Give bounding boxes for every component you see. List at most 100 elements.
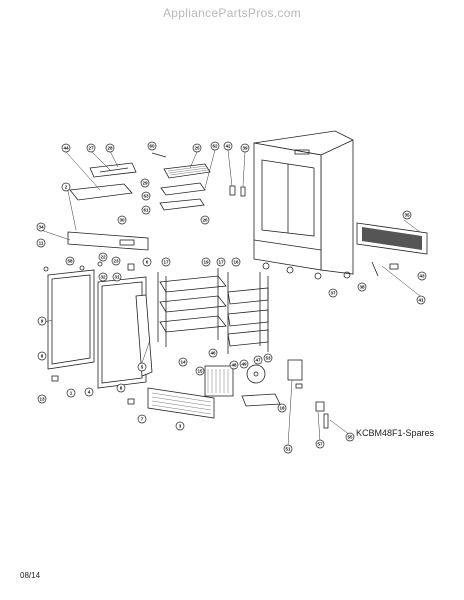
callout-38: 38 <box>357 282 367 292</box>
svg-text:25: 25 <box>194 146 200 151</box>
svg-text:35: 35 <box>404 213 410 218</box>
diagram-model-label: KCBM48F1-Spares <box>356 428 435 438</box>
callout-23: 23 <box>111 256 121 266</box>
callout-18: 18 <box>277 403 287 413</box>
svg-text:15: 15 <box>197 369 203 374</box>
right-door <box>97 276 147 389</box>
svg-text:19: 19 <box>203 260 209 265</box>
svg-text:62: 62 <box>212 144 218 149</box>
callout-41: 41 <box>416 295 426 305</box>
svg-text:58: 58 <box>67 259 73 264</box>
svg-text:55: 55 <box>347 435 353 440</box>
svg-text:39: 39 <box>242 146 248 151</box>
callout-42: 42 <box>223 141 233 151</box>
svg-text:1: 1 <box>70 391 73 396</box>
svg-text:18: 18 <box>279 406 285 411</box>
callout-49: 49 <box>239 359 249 369</box>
shelf-rack <box>157 268 269 354</box>
svg-text:37: 37 <box>330 291 336 296</box>
svg-text:60: 60 <box>149 144 155 149</box>
callout-8: 8 <box>37 351 47 361</box>
callout-30: 30 <box>117 215 127 225</box>
callout-46: 46 <box>208 348 218 358</box>
callout-58: 58 <box>65 256 75 266</box>
svg-text:46: 46 <box>210 351 216 356</box>
svg-text:48: 48 <box>231 363 237 368</box>
callout-22: 22 <box>98 252 108 262</box>
front-kick-panel <box>147 387 215 419</box>
svg-text:44: 44 <box>63 146 69 151</box>
svg-text:43: 43 <box>419 274 425 279</box>
svg-text:49: 49 <box>241 362 247 367</box>
svg-text:23: 23 <box>113 259 119 264</box>
callout-9: 9 <box>37 316 47 326</box>
svg-text:7: 7 <box>141 417 144 422</box>
callout-28: 28 <box>105 143 115 153</box>
small-parts <box>43 261 399 429</box>
cabinet-body <box>253 130 354 280</box>
svg-text:9: 9 <box>41 319 44 324</box>
svg-text:41: 41 <box>418 298 424 303</box>
svg-text:8: 8 <box>41 354 44 359</box>
svg-text:2: 2 <box>65 185 68 190</box>
svg-text:13: 13 <box>39 397 45 402</box>
callout-6: 6 <box>142 257 152 267</box>
callout-44: 44 <box>61 143 71 153</box>
callout-7: 7 <box>137 414 147 424</box>
svg-text:34: 34 <box>38 225 44 230</box>
svg-text:29: 29 <box>142 181 148 186</box>
callout-17: 17 <box>161 257 171 267</box>
svg-text:53: 53 <box>265 356 271 361</box>
svg-text:32: 32 <box>100 275 106 280</box>
callout-19: 19 <box>201 257 211 267</box>
callout-31: 31 <box>112 272 122 282</box>
left-door <box>47 269 95 370</box>
callout-57: 57 <box>315 439 325 449</box>
svg-text:47: 47 <box>255 358 261 363</box>
svg-text:51: 51 <box>285 447 291 452</box>
site-watermark: AppliancePartsPros.com <box>163 6 301 20</box>
callout-29: 29 <box>140 178 150 188</box>
callout-5: 5 <box>137 362 147 372</box>
callout-48: 48 <box>229 360 239 370</box>
svg-text:14: 14 <box>180 360 186 365</box>
callout-55: 55 <box>345 432 355 442</box>
callout-61: 61 <box>141 205 151 215</box>
callout-17-b: 17 <box>216 257 226 267</box>
callout-14: 14 <box>178 357 188 367</box>
svg-text:4: 4 <box>88 390 91 395</box>
control-panel <box>67 231 149 251</box>
callout-8-b: 8 <box>116 383 126 393</box>
svg-text:31: 31 <box>114 275 120 280</box>
svg-text:63: 63 <box>143 194 149 199</box>
svg-text:57: 57 <box>317 442 323 447</box>
svg-text:6: 6 <box>146 260 149 265</box>
callout-2: 2 <box>61 182 71 192</box>
svg-text:17: 17 <box>218 260 224 265</box>
svg-text:22: 22 <box>100 255 106 260</box>
callout-37: 37 <box>328 288 338 298</box>
callout-4: 4 <box>84 387 94 397</box>
svg-text:28: 28 <box>107 146 113 151</box>
callout-25: 25 <box>192 143 202 153</box>
svg-text:11: 11 <box>39 241 44 246</box>
callout-1: 1 <box>66 388 76 398</box>
callout-34: 34 <box>36 222 46 232</box>
svg-text:27: 27 <box>88 146 94 151</box>
svg-text:3: 3 <box>179 424 182 429</box>
callout-3: 3 <box>175 421 185 431</box>
callout-63: 63 <box>141 191 151 201</box>
top-panel-assembly <box>69 152 246 211</box>
svg-text:5: 5 <box>141 365 144 370</box>
condensing-unit <box>204 359 303 407</box>
svg-text:16: 16 <box>233 260 239 265</box>
callout-35: 35 <box>402 210 412 220</box>
svg-text:26: 26 <box>202 218 208 223</box>
callout-15: 15 <box>195 366 205 376</box>
callout-47: 47 <box>253 355 263 365</box>
callout-43: 43 <box>417 271 427 281</box>
svg-text:61: 61 <box>143 208 149 213</box>
svg-text:38: 38 <box>359 285 365 290</box>
svg-text:8: 8 <box>120 386 123 391</box>
